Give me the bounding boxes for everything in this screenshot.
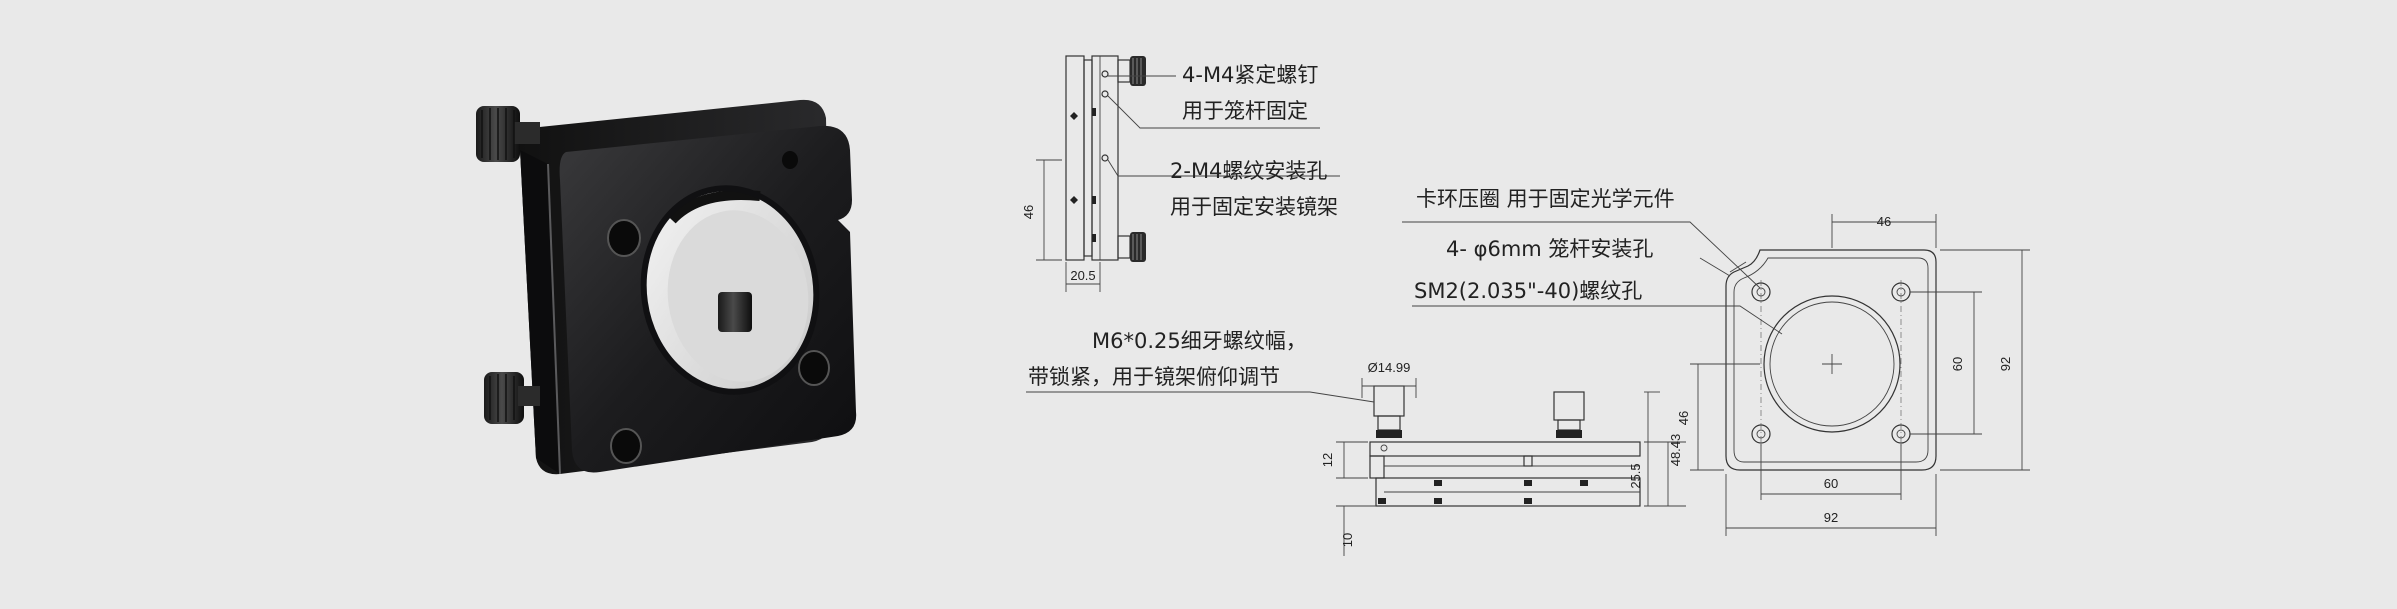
adjuster-knob-bottom: [484, 372, 540, 424]
dim-side-width: 20.5: [1070, 268, 1095, 283]
dim-top-left-12: 12: [1320, 453, 1335, 467]
dim-front-left-46: 46: [1676, 411, 1691, 425]
callout-cage-rod-holes: 4- φ6mm 笼杆安装孔: [1446, 237, 1653, 261]
callout-mount-hole-line1: 2-M4螺纹安装孔: [1170, 159, 1327, 183]
front-view-drawing: [1402, 214, 2030, 536]
mount-render: [476, 99, 857, 475]
dim-front-bottom-92: 92: [1824, 510, 1838, 525]
dim-top-right-25-5: 25.5: [1628, 463, 1643, 488]
dim-front-top-46: 46: [1877, 214, 1891, 229]
callout-adjuster-line2: 带锁紧，用于镜架俯仰调节: [1028, 365, 1280, 389]
dim-top-left-10: 10: [1340, 533, 1355, 547]
callout-set-screw-line2: 用于笼杆固定: [1182, 99, 1308, 123]
callout-adjuster-line1: M6*0.25细牙螺纹幅，: [1092, 329, 1307, 353]
callout-sm2-thread: SM2(2.035"-40)螺纹孔: [1414, 279, 1642, 303]
side-view-drawing: [1036, 55, 1340, 292]
callout-set-screw-line1: 4-M4紧定螺钉: [1182, 63, 1318, 87]
callout-mount-hole-line2: 用于固定安装镜架: [1170, 195, 1338, 219]
callout-retaining-ring: 卡环压圈 用于固定光学元件: [1416, 187, 1675, 211]
dim-front-right-92: 92: [1998, 357, 2013, 371]
dim-front-right-60: 60: [1950, 357, 1965, 371]
dim-knob-diameter: Ø14.99: [1368, 360, 1411, 375]
dim-front-bottom-60: 60: [1824, 476, 1838, 491]
adjuster-knob-top: [476, 106, 540, 162]
top-view-drawing: [1026, 378, 1686, 556]
dim-top-right-48-43: 48.43: [1668, 434, 1683, 467]
dim-side-height: 46: [1021, 205, 1036, 219]
